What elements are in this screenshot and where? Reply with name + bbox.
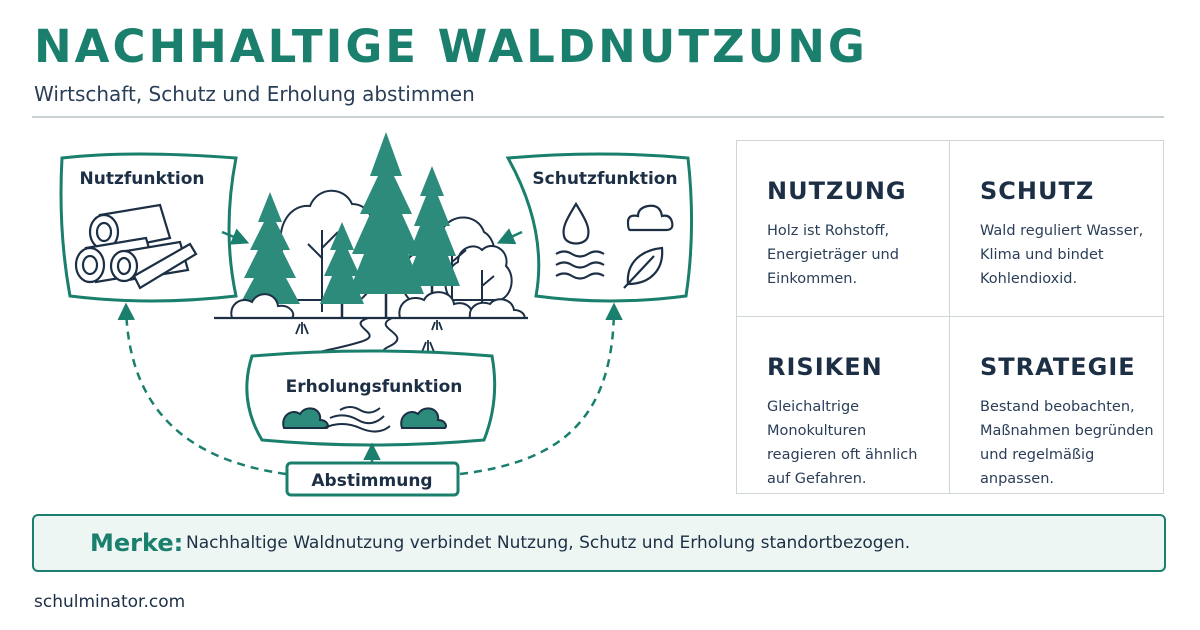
card-text: Gleichaltrige Monokulturen reagieren oft… xyxy=(767,399,918,487)
header-divider xyxy=(32,116,1164,118)
merke-callout: Merke: Nachhaltige Waldnutzung verbindet… xyxy=(32,514,1166,572)
logs-icon xyxy=(74,203,198,290)
card-nutzung: NUTZUNG Holz ist Rohstoff, Energieträger… xyxy=(737,141,950,317)
card-risiken: RISIKEN Gleichaltrige Monokulturen reagi… xyxy=(737,317,950,493)
leaf-icon xyxy=(623,246,664,289)
abstimmung-box: Abstimmung xyxy=(285,461,460,497)
forest-function-diagram: Nutzfunktion Schutzfunktion xyxy=(59,132,694,497)
waves-icon xyxy=(555,250,605,280)
bush-icon xyxy=(282,407,447,429)
water-drop-icon xyxy=(562,201,590,245)
nutzfunktion-box: Nutzfunktion xyxy=(59,152,238,303)
card-text: Wald reguliert Wasser, Klima und bindet … xyxy=(980,223,1144,287)
schutzfunktion-label: Schutzfunktion xyxy=(532,169,677,189)
path-icon xyxy=(323,406,391,433)
card-text: Bestand beobachten, Maßnahmen begründen … xyxy=(980,399,1154,487)
info-card-grid: NUTZUNG Holz ist Rohstoff, Energieträger… xyxy=(736,140,1164,494)
erholungsfunktion-label: Erholungsfunktion xyxy=(286,377,463,397)
arrow-icon xyxy=(496,228,523,245)
card-heading: STRATEGIE xyxy=(980,353,1136,381)
arrow-icon xyxy=(221,228,250,245)
page-title: NACHHALTIGE WALDNUTZUNG xyxy=(34,20,868,73)
forest-icon xyxy=(214,132,528,367)
card-heading: RISIKEN xyxy=(767,353,883,381)
card-strategie: STRATEGIE Bestand beobachten, Maßnahmen … xyxy=(950,317,1163,493)
merke-text: Nachhaltige Waldnutzung verbindet Nutzun… xyxy=(186,533,911,553)
cloud-icon xyxy=(626,204,674,232)
card-heading: SCHUTZ xyxy=(980,177,1095,205)
card-text: Holz ist Rohstoff, Energieträger und Ein… xyxy=(767,223,899,287)
schutzfunktion-box: Schutzfunktion xyxy=(505,152,694,303)
merke-label: Merke: xyxy=(90,529,184,557)
card-heading: NUTZUNG xyxy=(767,177,907,205)
abstimmung-label: Abstimmung xyxy=(311,471,432,491)
nutzfunktion-label: Nutzfunktion xyxy=(80,169,205,189)
erholungsfunktion-box: Erholungsfunktion xyxy=(245,349,497,447)
arrow-icon xyxy=(117,302,287,476)
card-schutz: SCHUTZ Wald reguliert Wasser, Klima und … xyxy=(950,141,1163,317)
arrow-icon xyxy=(459,302,623,476)
footer-source: schulminator.com xyxy=(34,592,186,612)
page-subtitle: Wirtschaft, Schutz und Erholung abstimme… xyxy=(34,82,475,106)
